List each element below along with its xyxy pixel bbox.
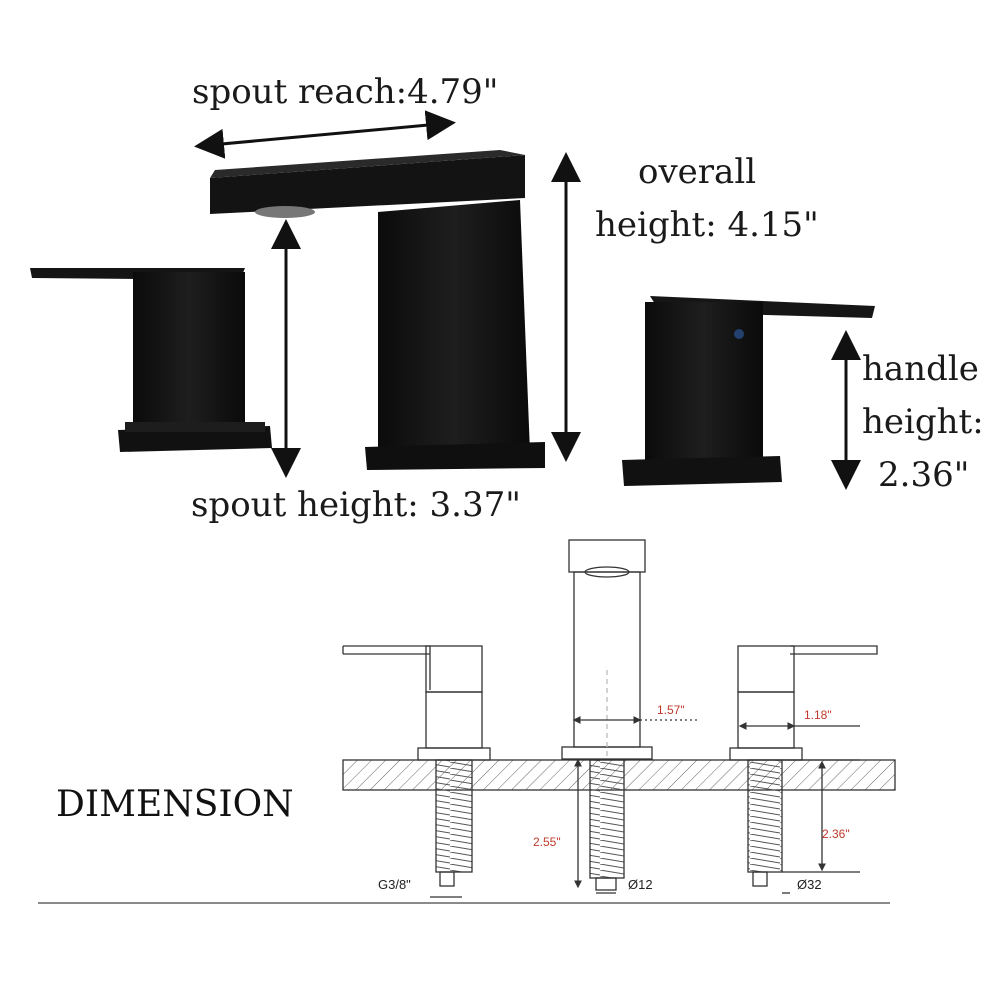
overall-height-label-line2: height: 4.15" [595,205,819,245]
right-diameter-label: Ø32 [797,877,822,892]
overall-height-label-line1: overall [638,152,756,192]
technical-drawing [38,539,896,904]
center-shank-length-label: 2.55" [533,835,561,849]
spout-width-label: 1.57" [657,703,685,717]
drawing-spout [561,539,653,760]
spout-reach-arrow [194,110,456,159]
left-handle [30,268,272,452]
handle-height-label-line3: 2.36" [878,455,969,495]
center-shank [589,759,625,879]
faucet-photo: spout reach:4.79" overall height: 4.15" … [30,72,984,525]
right-handle [622,296,875,486]
handle-height-label-line1: handle [862,349,979,389]
thread-size-label: G3/8" [378,877,411,892]
handle-height-label-line2: height: [862,402,984,442]
right-shank-length-label: 2.36" [822,827,850,841]
drawing-left-handle [342,645,491,761]
drawing-right-handle [729,645,878,761]
handle-width-label: 1.18" [804,708,832,722]
right-shank [747,759,783,873]
hot-cold-indicator-icon [734,329,744,339]
spout-reach-label: spout reach:4.79" [192,72,498,112]
center-diameter-label: Ø12 [628,877,653,892]
spout-height-label: spout height: 3.37" [191,485,521,525]
left-shank [435,759,473,873]
dimension-heading: DIMENSION [56,784,294,825]
